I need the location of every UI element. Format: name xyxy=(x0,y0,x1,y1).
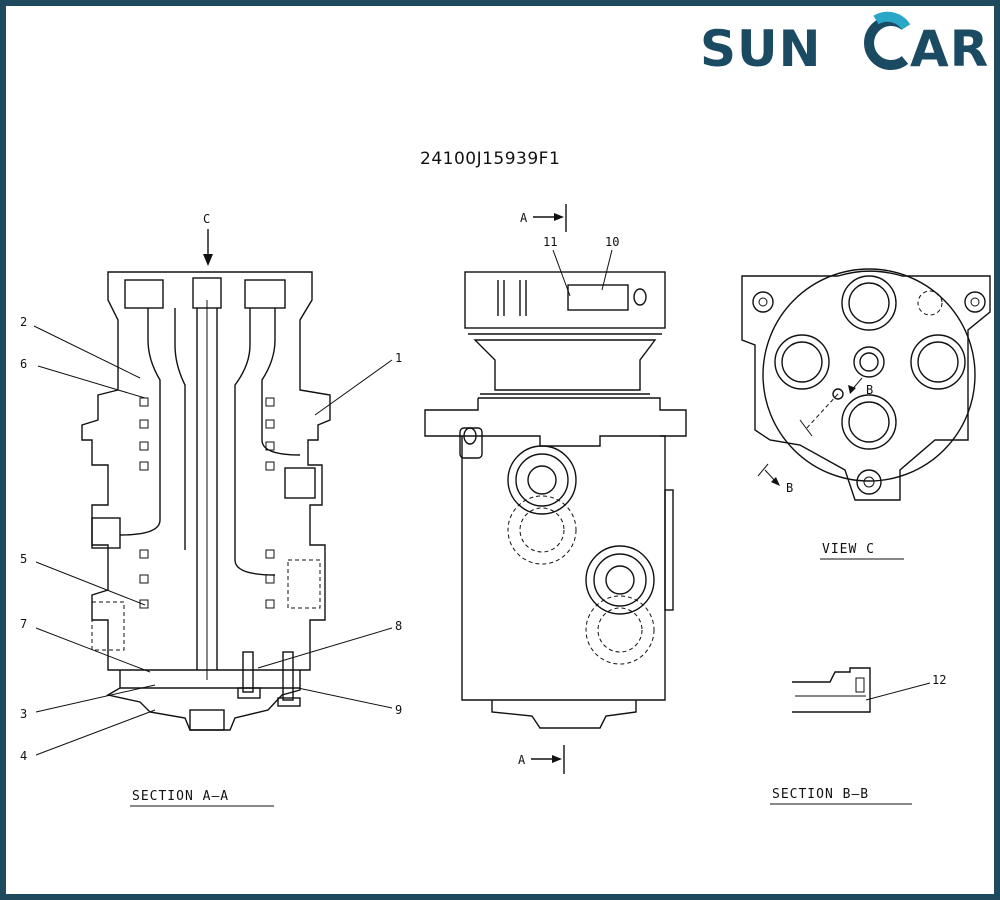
callout-12: 12 xyxy=(932,673,946,687)
arrow-a-top-label: A xyxy=(520,211,528,225)
arrow-b-upper-icon xyxy=(848,385,856,394)
arrow-a-bottom-label: A xyxy=(518,753,526,767)
arrow-c-label: C xyxy=(203,212,210,226)
view-c-ports xyxy=(774,275,966,450)
port-lower xyxy=(585,545,655,665)
side-view: A A 11 10 xyxy=(424,204,687,774)
logo-text-left: SUN xyxy=(700,20,821,78)
section-a-view: C xyxy=(20,212,402,807)
view-c-caption: VIEW C xyxy=(822,542,875,557)
suncar-logo: SUN AR xyxy=(700,11,989,78)
callout-1: 1 xyxy=(395,351,402,365)
section-a-caption: SECTION A—A xyxy=(132,789,229,804)
part-number: 24100J15939F1 xyxy=(420,149,560,169)
logo-text-right: AR xyxy=(910,20,989,78)
callout-11: 11 xyxy=(543,235,557,249)
callout-4: 4 xyxy=(20,749,27,763)
callout-6: 6 xyxy=(20,357,27,371)
callout-5: 5 xyxy=(20,552,27,566)
view-c: B B VIEW C xyxy=(741,268,991,560)
section-b-view: 12 SECTION B—B xyxy=(770,667,946,805)
technical-drawing: SUN AR 24100J15939F1 C xyxy=(20,11,991,807)
arrow-b-lower-icon xyxy=(771,477,780,486)
callout-2: 2 xyxy=(20,315,27,329)
arrow-c-icon xyxy=(203,254,213,266)
callout-7: 7 xyxy=(20,617,27,631)
section-b-caption: SECTION B—B xyxy=(772,787,869,802)
port-upper xyxy=(507,445,577,565)
callout-3: 3 xyxy=(20,707,27,721)
arrow-a-top-icon xyxy=(554,213,564,221)
arrow-a-bottom-icon xyxy=(552,755,562,763)
arrow-b-upper-label: B xyxy=(866,383,873,397)
callout-9: 9 xyxy=(395,703,402,717)
callout-8: 8 xyxy=(395,619,402,633)
logo-c-icon xyxy=(864,11,911,70)
arrow-b-lower-label: B xyxy=(786,481,793,495)
callout-10: 10 xyxy=(605,235,619,249)
